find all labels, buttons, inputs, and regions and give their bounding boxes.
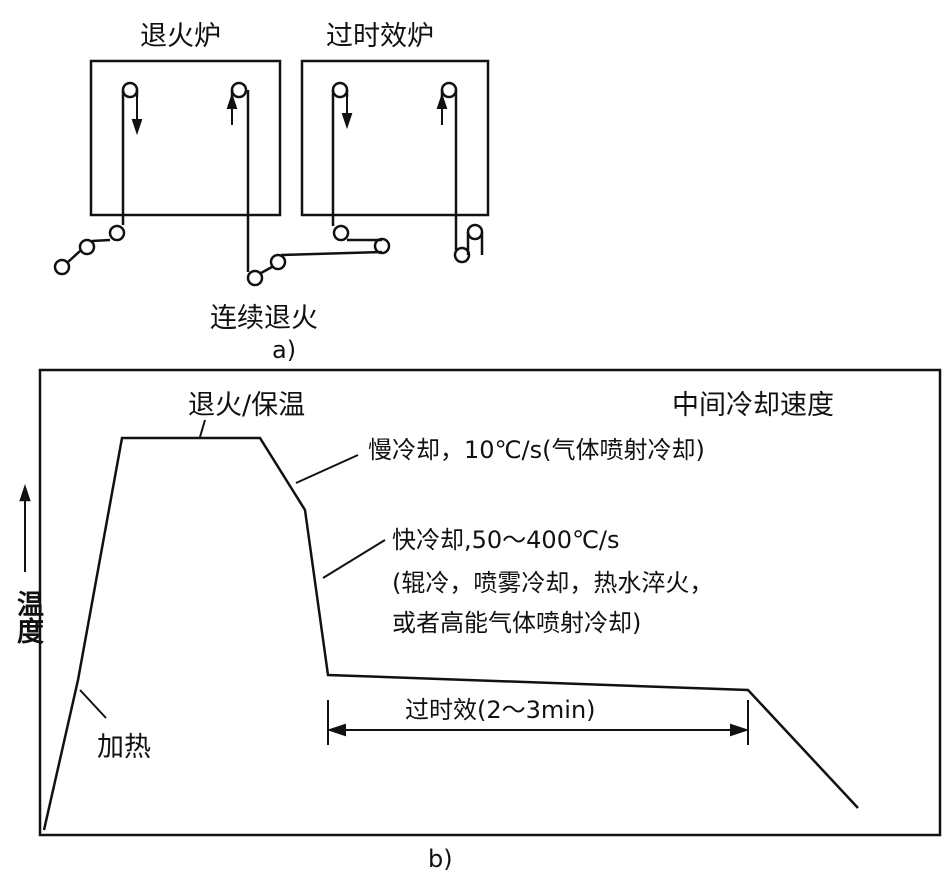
caption-a: a) — [272, 336, 297, 364]
y-axis-arrowhead — [19, 484, 31, 502]
strip-path — [53, 81, 484, 287]
continuous-annealing-label: 连续退火 — [210, 303, 318, 334]
annealing-furnace-box — [89, 59, 282, 217]
fast-cool-label-3: 或者高能气体喷射冷却) — [392, 609, 642, 637]
overaging-dimension — [326, 700, 750, 745]
chart-title: 中间冷却速度 — [672, 390, 834, 421]
leader-lines — [79, 419, 386, 719]
fast-cool-label-1: 快冷却,50～400℃/s — [392, 526, 620, 554]
y-axis-label: 温度 — [12, 590, 43, 644]
heating-label: 加热 — [97, 732, 151, 763]
overaging-label: 过时效(2～3min) — [405, 696, 596, 724]
fast-cool-label-2: (辊冷，喷雾冷却，热水淬火， — [392, 569, 714, 597]
temperature-chart-frame — [38, 368, 942, 837]
direction-arrows — [131, 92, 448, 136]
slow-cool-label: 慢冷却，10℃/s(气体喷射冷却) — [368, 436, 705, 464]
annealing-furnace-label: 退火炉 — [140, 21, 221, 52]
overaging-furnace-box — [300, 59, 490, 217]
overaging-furnace-label: 过时效炉 — [326, 21, 434, 52]
anneal-hold-label: 退火/保温 — [188, 390, 306, 421]
temperature-profile-line — [42, 436, 859, 831]
caption-b: b) — [428, 845, 453, 873]
